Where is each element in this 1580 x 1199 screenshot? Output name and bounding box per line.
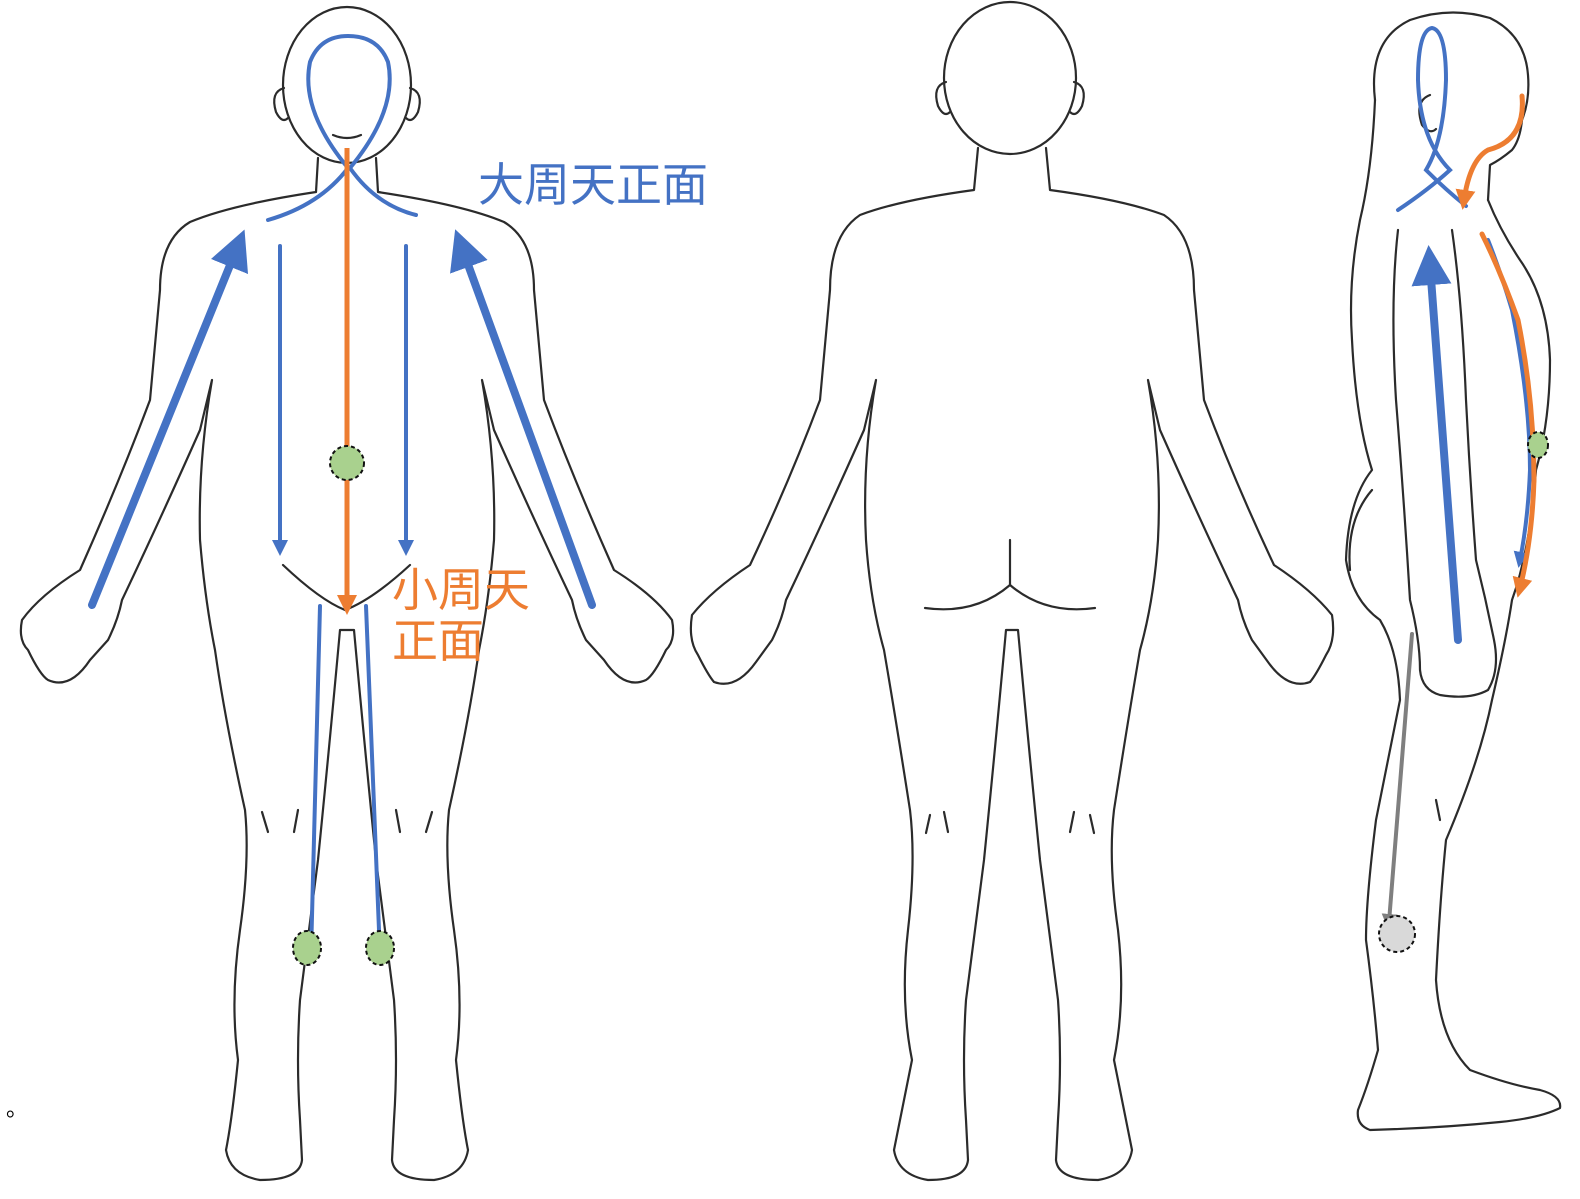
- front-left-arm-arrow: [92, 248, 237, 605]
- stray-punctuation-mark: 。: [6, 1098, 28, 1122]
- big-cycle-front-label: 大周天正面: [478, 160, 708, 211]
- side-arm-up-arrow: [1430, 265, 1458, 640]
- front-head-loop: [268, 36, 416, 220]
- small-cycle-front-label: 小周天 正面: [392, 565, 530, 666]
- back-head-outline: [944, 2, 1076, 154]
- side-abdomen-point: [1528, 432, 1548, 458]
- side-front-blue-arrow: [1488, 240, 1530, 560]
- front-left-knee: [262, 810, 298, 832]
- side-cycle-paths: [1389, 28, 1534, 922]
- back-view-figure: [691, 2, 1333, 1180]
- side-head-outline: [1374, 12, 1528, 200]
- side-buttock: [1349, 490, 1372, 570]
- front-left-ear: [274, 88, 288, 120]
- front-dantian-point: [330, 446, 364, 480]
- front-right-arm-arrow: [462, 248, 592, 605]
- front-right-knee: [396, 810, 432, 832]
- back-left-knee: [926, 812, 948, 833]
- side-head-loop: [1398, 28, 1466, 210]
- back-buttocks-line: [925, 585, 1095, 609]
- back-right-knee: [1070, 812, 1094, 833]
- front-right-knee-point: [366, 931, 394, 965]
- front-head-outline: [283, 7, 411, 163]
- side-leg-point: [1379, 916, 1415, 952]
- front-mouth: [333, 135, 361, 138]
- front-right-ear: [406, 88, 420, 120]
- front-left-knee-point: [293, 931, 321, 965]
- back-body-outline: [691, 148, 1333, 1180]
- side-leg-gray-arrow: [1389, 634, 1412, 922]
- back-left-ear: [936, 82, 950, 114]
- side-knee: [1436, 800, 1440, 820]
- back-right-ear: [1070, 82, 1084, 114]
- front-left-leg-arrow: [311, 606, 320, 955]
